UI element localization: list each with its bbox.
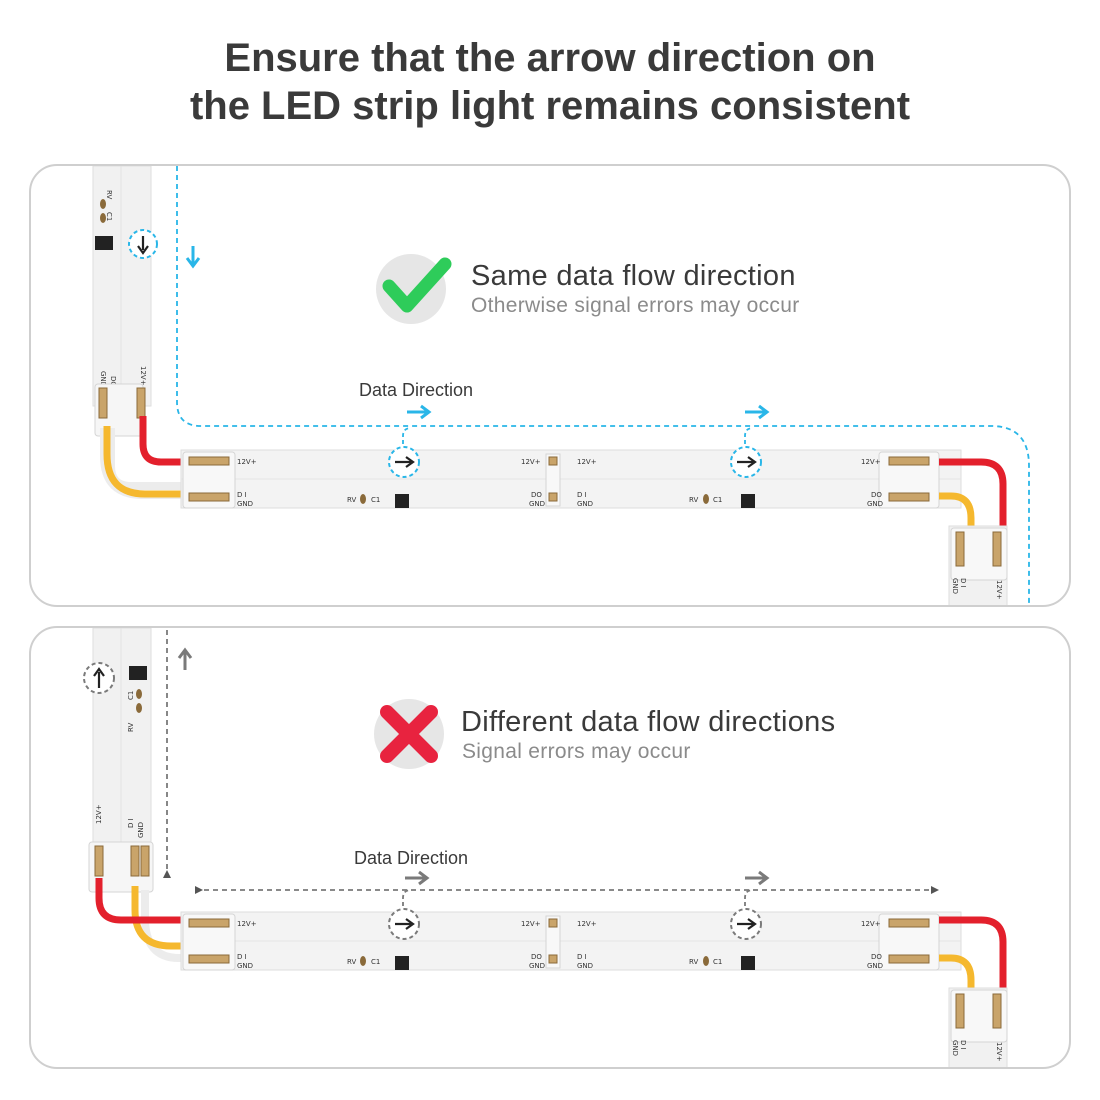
strip-label-gnd: GND (237, 500, 253, 508)
flow-arrow-right-icon (407, 404, 432, 420)
wire-red (95, 878, 183, 924)
strip-label-di: D I (577, 953, 587, 961)
strip-label-gnd: GND (867, 962, 883, 970)
strip-label-gnd-v: GND (951, 578, 959, 594)
diagram-different-directions: C1 RV 12V+ D I GND 12V+ D I GND 12V+ (83, 628, 1008, 1067)
led-chip-icon (741, 494, 755, 508)
wire-yellow (939, 954, 975, 998)
strip-label-12v: 12V+ (577, 920, 597, 928)
led-chip-icon (741, 956, 755, 970)
strip-label-12v-v: 12V+ (139, 366, 147, 386)
strip-label-rv: RV (347, 496, 356, 504)
flow-arrow-right-icon (745, 404, 770, 420)
strip-label-gnd-v: GND (951, 1040, 959, 1056)
led-chip-icon (95, 236, 113, 250)
wire-yellow (939, 492, 975, 536)
strip-label-12v: 12V+ (237, 920, 257, 928)
strip-label-do: DO (871, 953, 882, 961)
data-direction-label: Data Direction (354, 848, 469, 868)
strip-label-do: DO (531, 491, 542, 499)
strip-label-rv: RV (105, 190, 113, 199)
data-direction-label: Data Direction (359, 380, 474, 400)
arrow-up-icon (93, 667, 105, 688)
led-chip-icon (395, 494, 409, 508)
flow-arrow-down-icon (185, 246, 201, 269)
strip-label-gnd-v: GND (99, 371, 107, 387)
arrow-right-icon (737, 918, 757, 930)
arrow-right-icon (737, 456, 757, 468)
flow-arrow-up-icon (177, 647, 193, 670)
strip-label-di: D I (237, 953, 247, 961)
panel-different-directions: C1 RV 12V+ D I GND 12V+ D I GND 12V+ (29, 626, 1071, 1069)
flow-arrow-right-icon (405, 870, 430, 886)
data-flow-path (176, 166, 1030, 605)
strip-label-12v: 12V+ (521, 920, 541, 928)
wire-yellow (131, 886, 183, 950)
capacitor-icon (136, 689, 142, 699)
resistor-icon (136, 703, 142, 713)
strip-label-12v: 12V+ (861, 920, 881, 928)
strip-label-rv: RV (127, 723, 135, 732)
panel-same-direction: RV C1 GND DO 12V+ 12V+ D I GND 12V+ (29, 164, 1071, 607)
led-chip-icon (129, 666, 147, 680)
check-icon (376, 254, 452, 324)
led-chip-icon (395, 956, 409, 970)
strip-label-di: D I (577, 491, 587, 499)
arrow-right-icon (395, 456, 415, 468)
strip-label-gnd: GND (237, 962, 253, 970)
wire-red (939, 458, 1007, 528)
status-subheading: Otherwise signal errors may occur (471, 294, 800, 317)
strip-label-do: DO (531, 953, 542, 961)
flow-arrow-right-icon (745, 870, 770, 886)
strip-label-gnd: GND (867, 500, 883, 508)
strip-label-di: D I (237, 491, 247, 499)
strip-label-rv: RV (347, 958, 356, 966)
capacitor-icon (100, 213, 106, 223)
page-title: Ensure that the arrow direction on the L… (0, 34, 1100, 130)
wire-yellow (103, 426, 183, 498)
status-subheading: Signal errors may occur (462, 740, 691, 763)
title-line-2: the LED strip light remains consistent (189, 84, 911, 128)
strip-label-c1: C1 (713, 958, 722, 966)
strip-label-gnd: GND (577, 962, 593, 970)
wire-red (139, 416, 183, 466)
arrow-down-icon (137, 236, 149, 255)
strip-label-12v: 12V+ (577, 458, 597, 466)
strip-label-di-v: D I (127, 818, 135, 828)
strip-label-12v-v: 12V+ (995, 1042, 1003, 1062)
strip-label-di-v: D I (959, 1040, 967, 1050)
strip-label-c1: C1 (713, 496, 722, 504)
diagram-same-direction: RV C1 GND DO 12V+ 12V+ D I GND 12V+ (92, 166, 1030, 605)
strip-label-12v: 12V+ (521, 458, 541, 466)
strip-label-do-v: DO (109, 376, 117, 387)
strip-label-di-v: D I (959, 578, 967, 588)
status-heading: Different data flow directions (461, 706, 836, 738)
strip-label-12v: 12V+ (861, 458, 881, 466)
wire-red (939, 916, 1007, 990)
strip-label-c1: C1 (105, 212, 113, 221)
strip-label-gnd: GND (577, 500, 593, 508)
strip-label-gnd: GND (529, 500, 545, 508)
strip-label-12v-v: 12V+ (95, 804, 103, 824)
title-line-1: Ensure that the arrow direction on (224, 36, 876, 80)
strip-label-gnd: GND (529, 962, 545, 970)
resistor-icon (100, 199, 106, 209)
strip-label-do: DO (871, 491, 882, 499)
strip-label-c1: C1 (127, 691, 135, 700)
strip-label-c1: C1 (371, 958, 380, 966)
status-heading: Same data flow direction (471, 260, 796, 292)
strip-label-12v-v: 12V+ (995, 580, 1003, 600)
strip-label-gnd-v: GND (137, 822, 145, 838)
strip-label-c1: C1 (371, 496, 380, 504)
strip-label-rv: RV (689, 496, 698, 504)
strip-label-12v: 12V+ (237, 458, 257, 466)
arrow-right-icon (395, 918, 415, 930)
strip-label-rv: RV (689, 958, 698, 966)
cross-icon (374, 699, 444, 769)
